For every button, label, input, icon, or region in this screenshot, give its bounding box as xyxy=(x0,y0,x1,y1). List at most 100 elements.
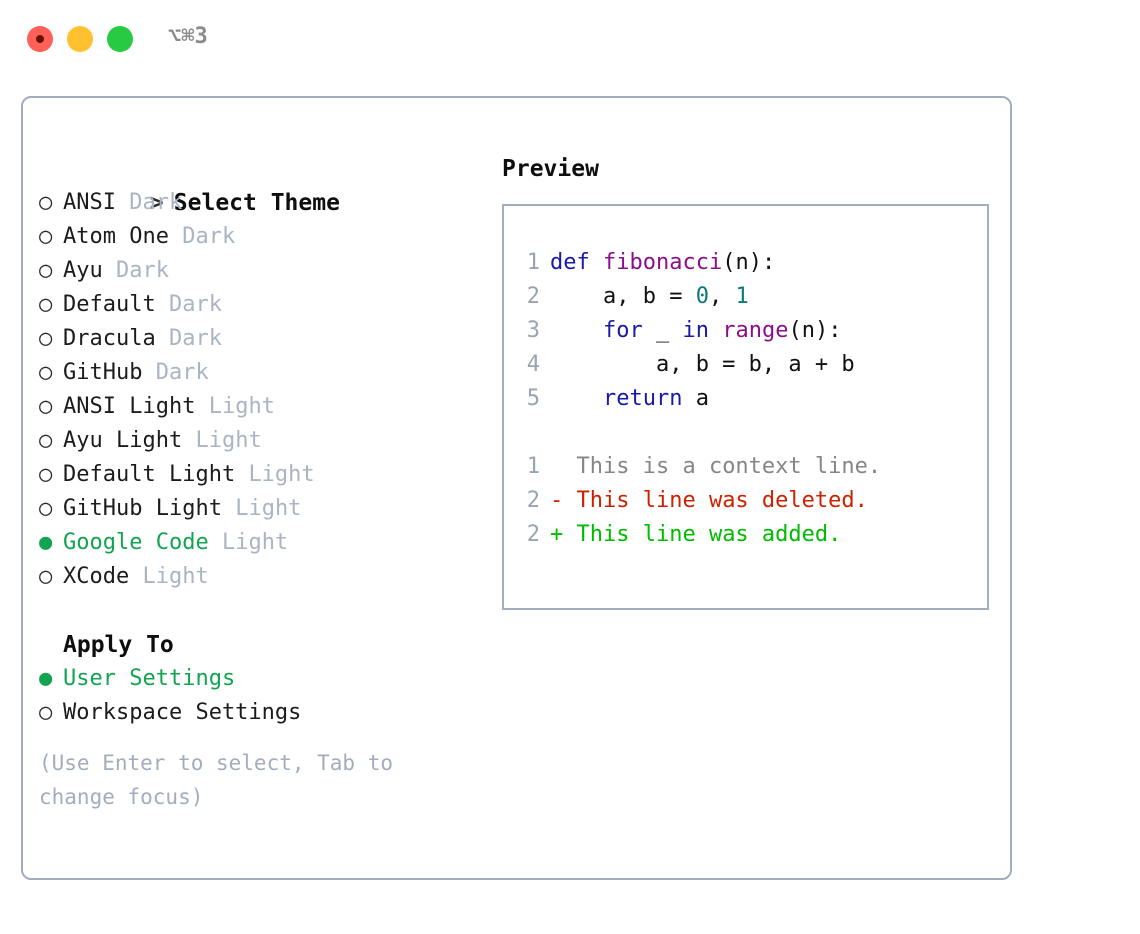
theme-item-name: Atom One xyxy=(63,224,169,249)
theme-list-item[interactable]: ○XCode Light xyxy=(39,560,469,594)
theme-item-name: Ayu xyxy=(63,258,103,283)
label-separator xyxy=(129,564,142,589)
titlebar: ⌥⌘3 xyxy=(0,0,1140,76)
radio-unselected-icon: ○ xyxy=(39,700,53,725)
list-spacer xyxy=(39,594,469,628)
theme-item-name: Google Code xyxy=(63,530,209,555)
code-line-number: 5 xyxy=(526,386,540,411)
code-line: 5 return a xyxy=(514,382,981,416)
label-separator xyxy=(222,496,235,521)
apply-to-item[interactable]: ● User Settings xyxy=(39,662,469,696)
theme-list-item[interactable]: ○ANSI Dark xyxy=(39,186,469,220)
close-dot[interactable] xyxy=(27,26,53,52)
diff-text: This line was added. xyxy=(563,522,842,547)
minimize-dot[interactable] xyxy=(67,26,93,52)
radio-unselected-icon: ○ xyxy=(39,326,53,351)
label-separator xyxy=(195,394,208,419)
label-separator xyxy=(156,326,169,351)
radio-unselected-icon: ○ xyxy=(39,292,53,317)
keyboard-hint-text: (Use Enter to select, Tab to change focu… xyxy=(39,751,406,809)
maximize-dot[interactable] xyxy=(107,26,133,52)
theme-list-item[interactable]: ● Google Code Light xyxy=(39,526,469,560)
diff-text: This is a context line. xyxy=(563,454,882,479)
diff-line: 2- This line was deleted. xyxy=(514,484,981,518)
radio-selected-icon: ● xyxy=(39,530,53,555)
theme-list-item[interactable]: ○GitHub Dark xyxy=(39,356,469,390)
label-separator xyxy=(103,258,116,283)
diff-line: 2 + This line was added. xyxy=(514,518,981,552)
theme-item-name: Default xyxy=(63,292,156,317)
theme-item-badge: Light xyxy=(248,462,315,487)
preview-column: Preview xyxy=(502,152,992,186)
theme-item-badge: Light xyxy=(195,428,262,453)
theme-selector-list: >Select Theme ○ANSI Dark○Atom One Dark○A… xyxy=(39,152,469,730)
theme-list-item[interactable]: ○Default Dark xyxy=(39,288,469,322)
theme-item-name: Ayu Light xyxy=(63,428,183,453)
code-line-number: 3 xyxy=(526,318,540,343)
theme-item-name: ANSI xyxy=(63,190,116,215)
diff-block: 1 This is a context line.2- This line wa… xyxy=(514,450,981,552)
theme-list-item[interactable]: ○Dracula Dark xyxy=(39,322,469,356)
theme-list-item[interactable]: ○ANSI Light Light xyxy=(39,390,469,424)
prompt-caret-icon: > xyxy=(149,190,164,216)
theme-item-badge: Dark xyxy=(116,258,169,283)
radio-unselected-icon: ○ xyxy=(39,224,53,249)
code-token-fn: range xyxy=(722,318,789,343)
code-token-plain xyxy=(550,318,603,343)
theme-item-badge: Light xyxy=(235,496,302,521)
apply-to-item-label: User Settings xyxy=(63,666,236,691)
radio-unselected-icon: ○ xyxy=(39,428,53,453)
code-token-plain: a xyxy=(682,386,709,411)
apply-to-item[interactable]: ○ Workspace Settings xyxy=(39,696,469,730)
code-token-plain xyxy=(550,386,603,411)
code-token-fn: fibonacci xyxy=(602,250,723,275)
theme-items-container: ○ANSI Dark○Atom One Dark○Ayu Dark○Defaul… xyxy=(39,186,469,594)
diff-line: 1 This is a context line. xyxy=(514,450,981,484)
code-token-punct: (n): xyxy=(722,250,776,275)
code-token-plain: , xyxy=(708,284,736,309)
radio-unselected-icon: ○ xyxy=(39,360,53,385)
code-token-plain: _ xyxy=(642,318,683,343)
label-separator xyxy=(142,360,155,385)
code-token-kw: def xyxy=(550,250,603,275)
label-separator xyxy=(116,190,129,215)
radio-unselected-icon: ○ xyxy=(39,258,53,283)
theme-item-name: GitHub xyxy=(63,360,143,385)
theme-list-item[interactable]: ○ GitHub Light Light xyxy=(39,492,469,526)
code-diff-spacer xyxy=(514,416,981,450)
code-token-kw: in xyxy=(682,318,709,343)
apply-to-item-label: Workspace Settings xyxy=(63,700,302,725)
label-separator xyxy=(169,224,182,249)
theme-item-badge: Dark xyxy=(168,326,222,351)
code-token-plain: a, b = xyxy=(550,284,696,309)
select-theme-header: > Select Theme xyxy=(39,152,469,216)
diff-line-number: 2 xyxy=(526,522,540,547)
theme-item-badge: Dark xyxy=(129,190,183,215)
code-line: 1 def fibonacci(n): xyxy=(514,246,981,280)
theme-item-badge: Dark xyxy=(182,224,236,249)
code-token-punct: (n): xyxy=(788,318,842,343)
code-line-number: 4 xyxy=(526,352,540,377)
code-token-kw: for xyxy=(602,318,643,343)
preview-header: Preview xyxy=(502,156,599,182)
radio-unselected-icon: ○ xyxy=(39,496,53,521)
label-separator xyxy=(156,292,169,317)
label-separator xyxy=(235,462,248,487)
radio-selected-icon: ● xyxy=(39,666,53,691)
code-line-number: 1 xyxy=(526,250,540,275)
theme-list-item[interactable]: ○ Ayu Light Light xyxy=(39,424,469,458)
label-separator xyxy=(209,530,222,555)
radio-unselected-icon: ○ xyxy=(39,394,53,419)
code-token-plain xyxy=(709,318,722,343)
diff-marker: + xyxy=(550,522,564,547)
select-theme-title: Select Theme xyxy=(173,190,340,216)
theme-item-name: XCode xyxy=(63,564,130,589)
theme-list-item[interactable]: ○Default Light Light xyxy=(39,458,469,492)
theme-list-item[interactable]: ○ Ayu Dark xyxy=(39,254,469,288)
code-token-plain: a, b = b, a + b xyxy=(550,352,855,377)
theme-list-item[interactable]: ○ Atom One Dark xyxy=(39,220,469,254)
theme-item-badge: Light xyxy=(221,530,289,555)
diff-line-number: 2 xyxy=(526,488,540,513)
theme-item-name: GitHub Light xyxy=(63,496,222,521)
